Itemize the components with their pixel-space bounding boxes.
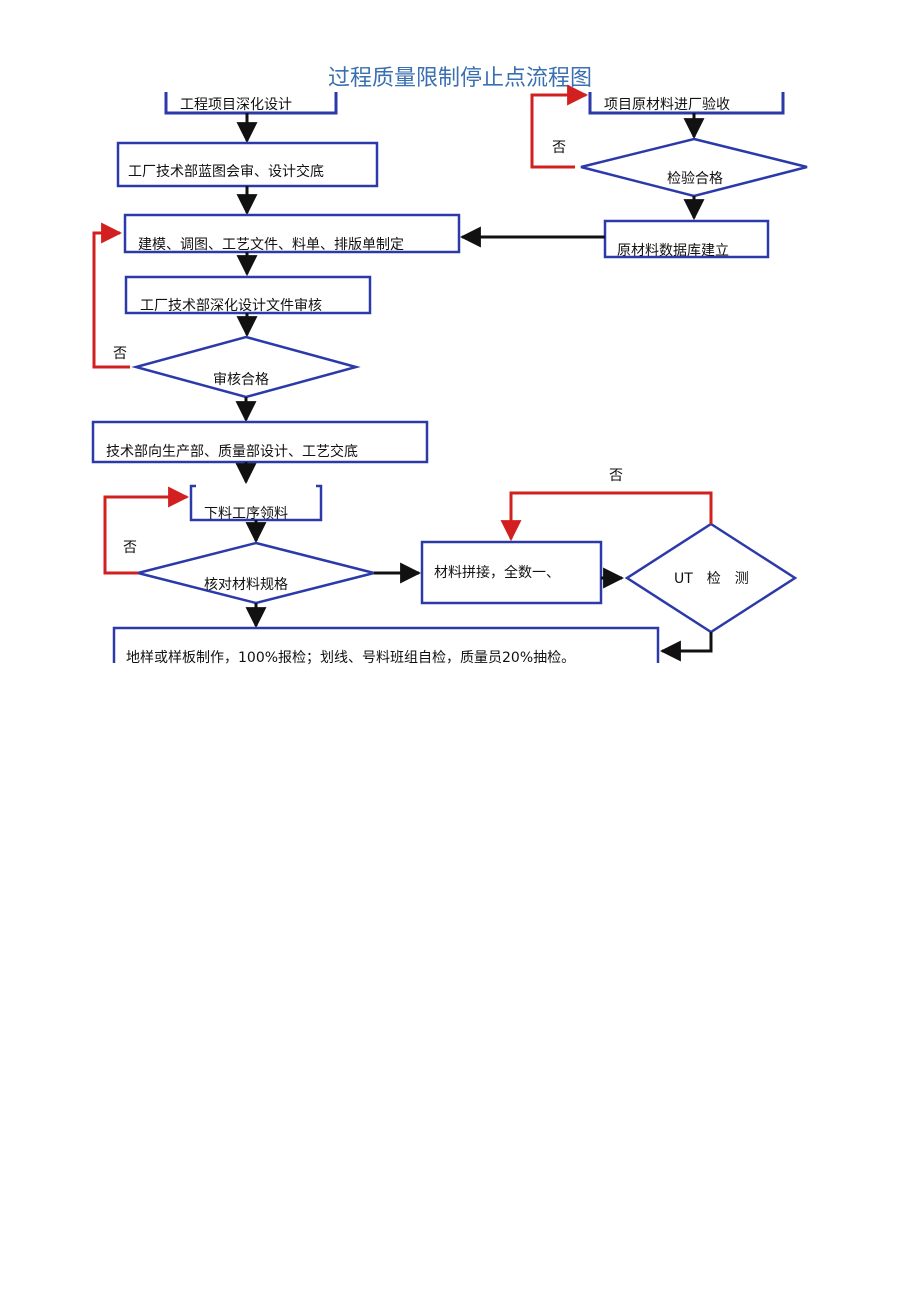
node-modeling: 建模、调图、工艺文件、料单、排版单制定 — [123, 213, 461, 254]
no-label-spec: 否 — [123, 540, 137, 556]
reject-arrow-inspection — [530, 84, 589, 169]
node-modeling-label: 建模、调图、工艺文件、料单、排版单制定 — [138, 237, 404, 253]
node-material-collection: 下料工序领料 — [189, 484, 323, 522]
node-factory-review: 工厂技术部深化设计文件审核 — [124, 275, 372, 315]
node-material-database-label: 原材料数据库建立 — [617, 243, 729, 259]
decision-check-spec: 核对材料规格 — [137, 541, 375, 605]
node-material-collection-label: 下料工序领料 — [204, 506, 288, 522]
reject-arrow-spec — [103, 486, 190, 575]
no-label-review: 否 — [113, 346, 127, 362]
node-design-deepening-label: 工程项目深化设计 — [180, 97, 292, 113]
decision-check-spec-label: 核对材料规格 — [204, 577, 288, 593]
node-incoming-inspection-label: 项目原材料进厂验收 — [604, 97, 730, 113]
decision-inspection-pass: 检验合格 — [580, 137, 808, 198]
page-title: 过程质量限制停止点流程图 — [327, 66, 592, 91]
decision-review-pass: 审核合格 — [131, 335, 361, 399]
node-template-making-label: 地样或样板制作，100%报检；划线、号料班组自检，质量员20%抽检。 — [126, 650, 575, 666]
node-blueprint-review-label: 工厂技术部蓝图会审、设计交底 — [128, 163, 324, 180]
node-design-deepening: 工程项目深化设计 — [164, 92, 338, 115]
no-label-inspection: 否 — [552, 140, 566, 156]
reject-arrow-review — [92, 222, 130, 369]
arrow-n10-n11 — [659, 632, 713, 662]
node-material-splicing-label: 材料拼接，全数一、 — [434, 564, 560, 581]
node-factory-review-label: 工厂技术部深化设计文件审核 — [140, 298, 322, 314]
node-tech-handover: 技术部向生产部、质量部设计、工艺交底 — [91, 420, 429, 464]
node-material-splicing: 材料拼接，全数一、 — [420, 540, 603, 605]
decision-inspection-pass-label: 检验合格 — [667, 171, 723, 187]
no-label-ut: 否 — [609, 468, 623, 484]
node-material-database: 原材料数据库建立 — [603, 219, 770, 259]
node-tech-handover-label: 技术部向生产部、质量部设计、工艺交底 — [106, 443, 358, 460]
decision-review-pass-label: 审核合格 — [213, 372, 269, 388]
node-blueprint-review: 工厂技术部蓝图会审、设计交底 — [116, 141, 379, 188]
decision-ut-test: UT 检 测 — [624, 522, 798, 634]
node-template-making: 地样或样板制作，100%报检；划线、号料班组自检，质量员20%抽检。 — [112, 626, 660, 666]
node-incoming-inspection: 项目原材料进厂验收 — [588, 92, 785, 115]
reject-arrow-ut — [500, 491, 713, 542]
decision-ut-test-label: UT 检 测 — [674, 571, 749, 587]
